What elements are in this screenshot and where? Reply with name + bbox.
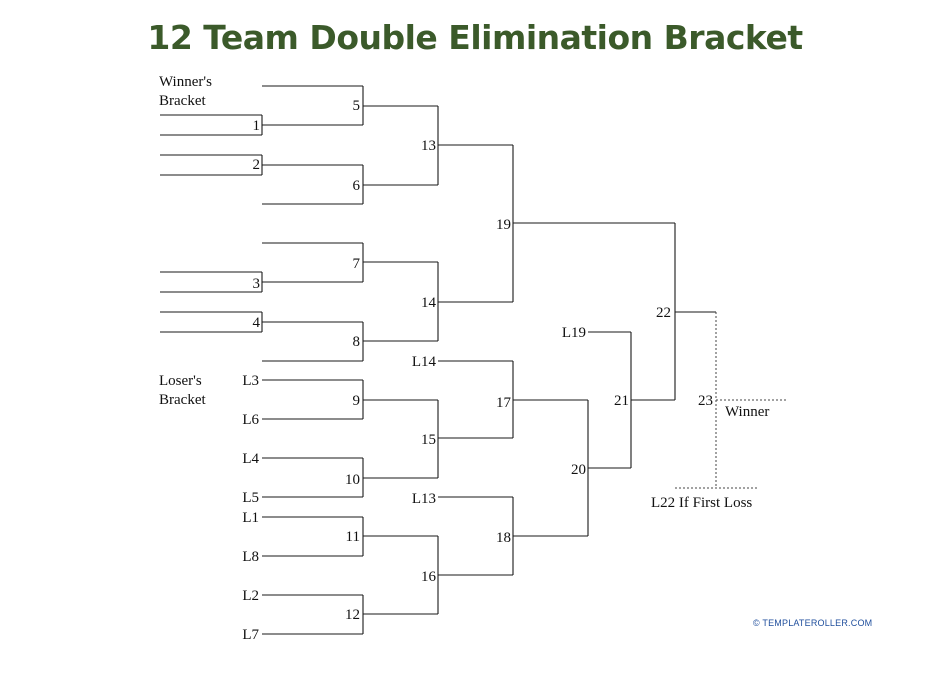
slot-l13: L13: [412, 491, 436, 507]
game-16: 16: [421, 569, 437, 585]
game-6: 6: [353, 178, 361, 194]
game-10: 10: [345, 472, 360, 488]
game-23: 23: [698, 393, 713, 409]
winners-bracket-label-line1: Winner's: [159, 74, 212, 90]
game-8: 8: [353, 334, 361, 350]
slot-l8: L8: [242, 549, 259, 565]
slot-l14: L14: [412, 354, 437, 370]
game-18: 18: [496, 530, 511, 546]
slot-l5: L5: [242, 490, 259, 506]
game-11: 11: [346, 529, 360, 545]
game-19: 19: [496, 217, 511, 233]
slot-l7: L7: [242, 627, 259, 643]
bracket-lines: [160, 85, 716, 635]
game-22: 22: [656, 305, 671, 321]
slot-l2: L2: [242, 588, 259, 604]
game-12: 12: [345, 607, 360, 623]
final-dotted-lines: [675, 312, 788, 489]
slot-l4: L4: [242, 451, 259, 467]
slot-l3: L3: [242, 373, 259, 389]
seed-4: 4: [253, 315, 261, 331]
site-credit-text: TEMPLATEROLLER.COM: [762, 618, 873, 628]
losers-bracket-label-line2: Bracket: [159, 392, 206, 408]
seed-3: 3: [253, 276, 261, 292]
game-7: 7: [353, 256, 361, 272]
slot-l6: L6: [242, 412, 259, 428]
if-first-loss-label: L22 If First Loss: [651, 495, 752, 511]
game-17: 17: [496, 395, 512, 411]
winner-label: Winner: [725, 404, 769, 420]
winners-bracket-label-line2: Bracket: [159, 93, 206, 109]
losers-bracket-label-line1: Loser's: [159, 373, 202, 389]
game-5: 5: [353, 98, 361, 114]
seed-2: 2: [253, 157, 261, 173]
game-14: 14: [421, 295, 437, 311]
seed-1: 1: [253, 118, 261, 134]
slot-l19: L19: [562, 325, 586, 341]
page-title: 12 Team Double Elimination Bracket: [147, 18, 803, 57]
game-21: 21: [614, 393, 629, 409]
game-20: 20: [571, 462, 586, 478]
game-15: 15: [421, 432, 436, 448]
game-13: 13: [421, 138, 436, 154]
slot-l1: L1: [242, 510, 259, 526]
game-9: 9: [353, 393, 361, 409]
copyright-symbol: ©: [753, 618, 760, 628]
site-credit[interactable]: © TEMPLATEROLLER.COM: [753, 618, 872, 628]
